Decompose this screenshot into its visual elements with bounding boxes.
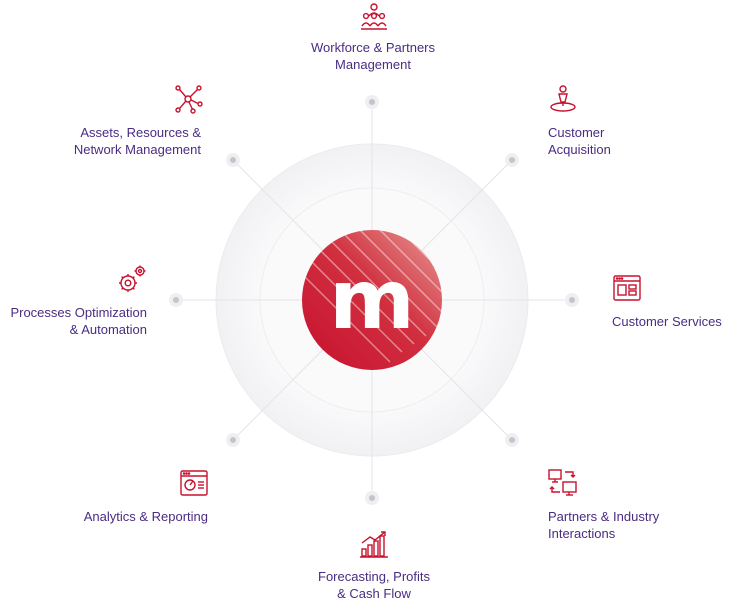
label-assets-resources: Assets, Resources & Network Management [1,124,201,158]
label-line: Processes Optimization [10,305,147,320]
spoke-dots [169,95,579,505]
label-line: Acquisition [548,142,611,157]
label-line: Analytics & Reporting [83,509,208,524]
spoke-dot-bottom-left [226,433,240,447]
label-partners-industry: Partners & Industry Interactions [548,508,659,542]
network-nodes-icon [173,84,203,114]
label-line: Customer Services [612,314,722,329]
spoke-dot-bottom-right [505,433,519,447]
bar-chart-growth-icon [359,529,389,559]
label-line: & Cash Flow [337,586,411,601]
spoke-dot-bottom [365,491,379,505]
label-workforce-partners: Workforce & Partners Management [273,39,473,73]
label-line: Forecasting, Profits [318,569,430,584]
label-forecasting: Forecasting, Profits & Cash Flow [274,568,474,602]
label-line: & Automation [69,322,147,337]
gears-icon [117,264,147,294]
label-line: Management [335,57,411,72]
spoke-dot-top [365,95,379,109]
dashboard-window-icon [179,468,209,498]
person-target-icon [548,84,578,114]
label-customer-acquisition: Customer Acquisition [548,124,611,158]
label-line: Assets, Resources & [80,125,201,140]
label-line: Network Management [73,142,201,157]
computers-exchange-icon [548,468,578,498]
label-line: Customer [548,125,605,140]
label-processes-optimization: Processes Optimization & Automation [0,304,147,338]
label-line: Workforce & Partners [310,40,436,55]
spoke-dot-left [169,293,183,307]
spoke-dot-top-right [505,153,519,167]
hub-logo: m [302,230,442,370]
label-analytics-reporting: Analytics & Reporting [8,508,208,525]
people-group-icon [359,2,389,32]
spoke-dot-right [565,293,579,307]
hub-logo-letter: m [329,253,414,348]
label-customer-services: Customer Services [612,313,722,330]
label-line: Partners & Industry [548,509,660,524]
spoke-dot-top-left [226,153,240,167]
label-line: Interactions [548,526,616,541]
browser-window-icon [612,273,642,303]
